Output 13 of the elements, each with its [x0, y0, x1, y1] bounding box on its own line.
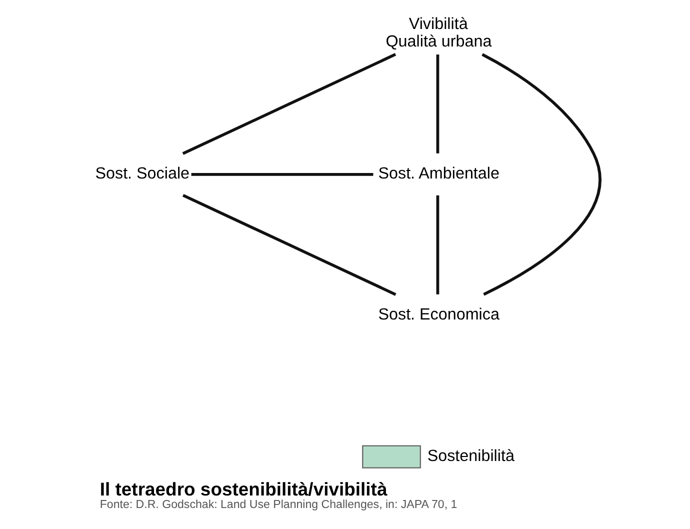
- connector: [182, 194, 396, 296]
- connector: [436, 195, 439, 294]
- legend-label: Sostenibilità: [426, 447, 514, 466]
- node-text: Vivibilità Qualità urbana: [385, 15, 492, 50]
- node-text: Sost. Economica: [378, 306, 499, 324]
- node-text: Sost. Sociale: [94, 164, 190, 183]
- connector: [481, 53, 601, 296]
- connector: [436, 54, 439, 154]
- caption: Fonte: D.R. Godschak: Land Use Planning Challenges, in: JAPA 70, 1: [99, 499, 457, 512]
- connector: [182, 53, 396, 155]
- connector: [190, 172, 373, 176]
- diagram-title: Il tetraedro sostenibilità/vivibilità: [99, 478, 387, 500]
- node-text: Sost. Ambientale: [378, 164, 499, 183]
